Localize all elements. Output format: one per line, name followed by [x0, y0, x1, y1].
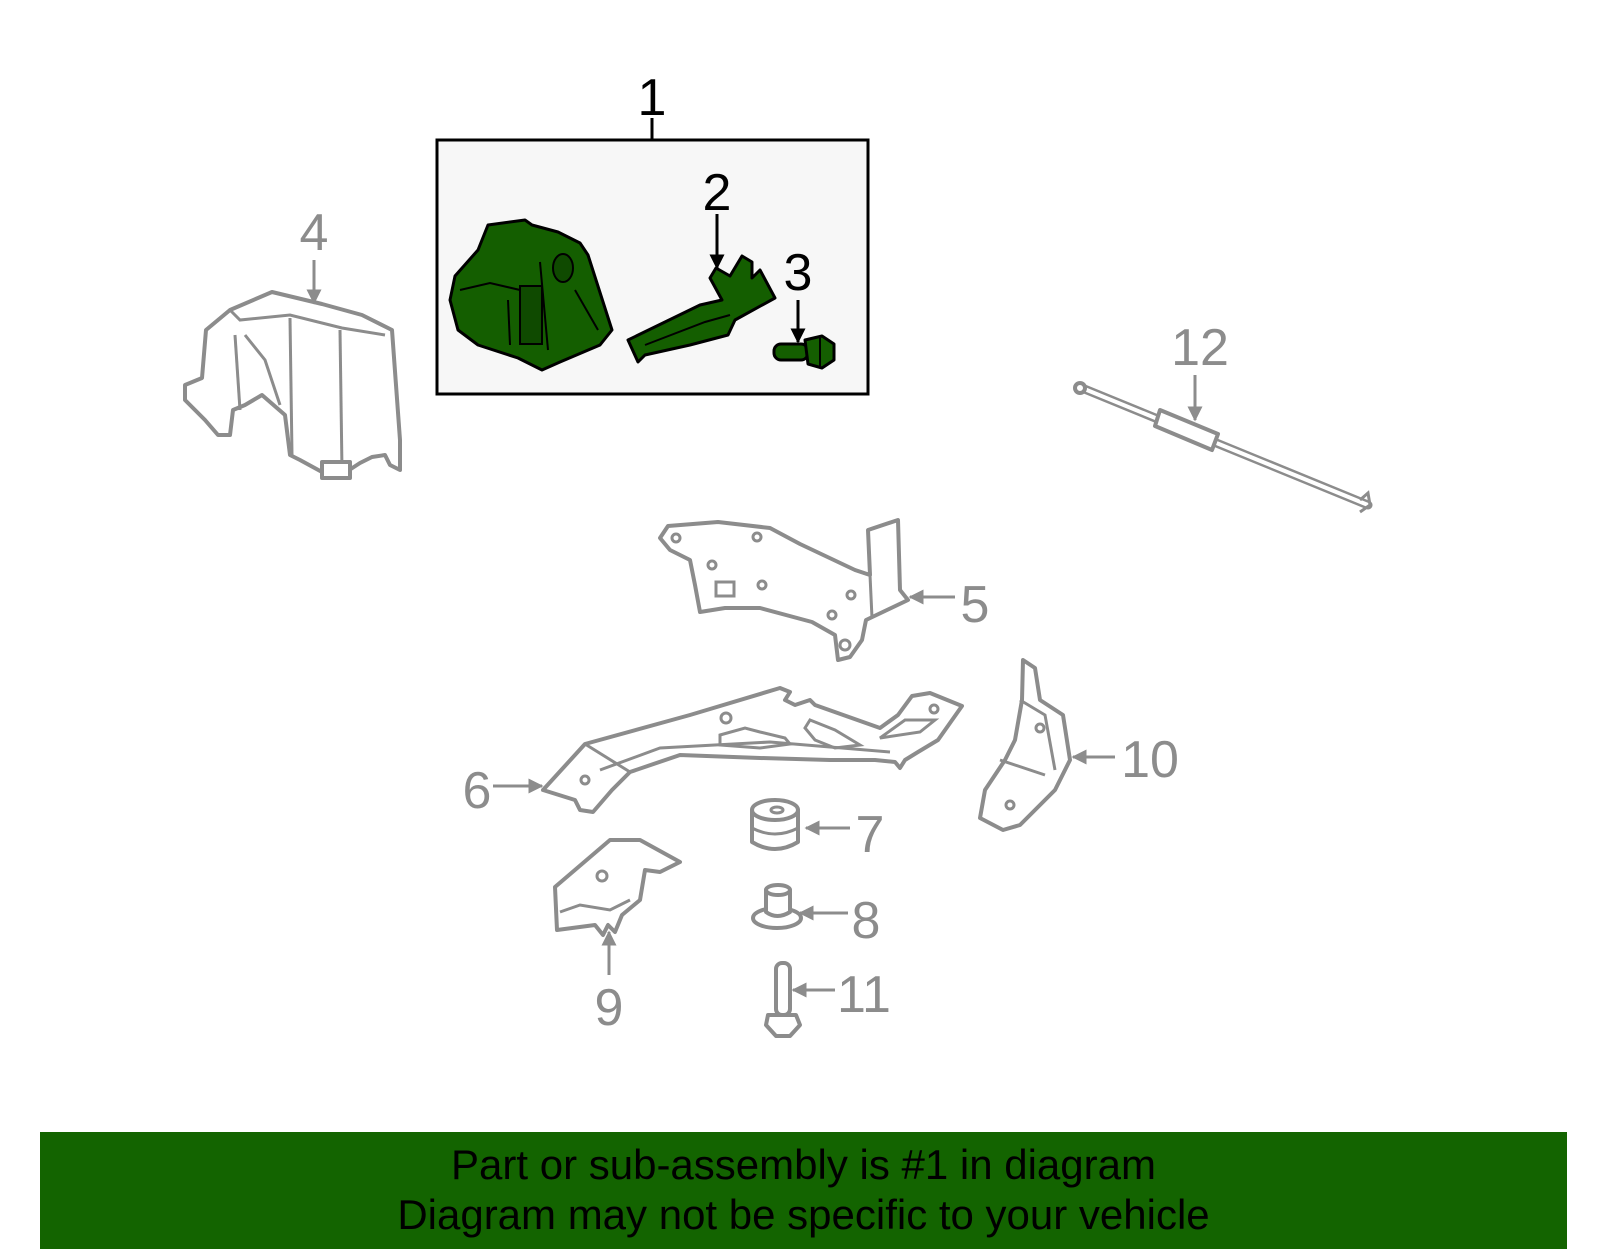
- callout-10: 10: [1121, 731, 1179, 789]
- part-11-bolt[interactable]: [764, 961, 835, 1038]
- callout-11: 11: [837, 966, 891, 1024]
- callout-5: 5: [961, 576, 990, 634]
- abs-modulator-unit[interactable]: [448, 218, 614, 372]
- part-8-grommet[interactable]: [751, 883, 848, 930]
- banner-line-1: Part or sub-assembly is #1 in diagram: [451, 1141, 1156, 1188]
- callout-6: 6: [463, 762, 492, 820]
- callout-2: 2: [703, 164, 732, 222]
- callout-1: 1: [638, 69, 667, 127]
- part-2-bracket[interactable]: [626, 254, 777, 364]
- part-9-small-bracket[interactable]: [553, 838, 682, 975]
- part-7-bushing[interactable]: [750, 798, 850, 851]
- callout-8: 8: [852, 892, 881, 950]
- part-1-assembly[interactable]: [435, 118, 870, 396]
- callout-12: 12: [1171, 319, 1229, 377]
- part-5-bracket-plate[interactable]: [658, 518, 955, 662]
- part-3-bolt[interactable]: [772, 334, 836, 370]
- callout-3: 3: [784, 244, 813, 302]
- info-banner: Part or sub-assembly is #1 in diagram Di…: [40, 1132, 1567, 1249]
- part-6-crossmember[interactable]: [493, 686, 964, 814]
- callout-7: 7: [856, 806, 885, 864]
- part-10-side-bracket[interactable]: [978, 658, 1115, 832]
- callout-4: 4: [300, 204, 329, 262]
- banner-line-2: Diagram may not be specific to your vehi…: [397, 1191, 1210, 1238]
- callout-9: 9: [595, 979, 624, 1037]
- part-12-rod[interactable]: [1073, 375, 1373, 514]
- part-4-cover[interactable]: [183, 260, 402, 480]
